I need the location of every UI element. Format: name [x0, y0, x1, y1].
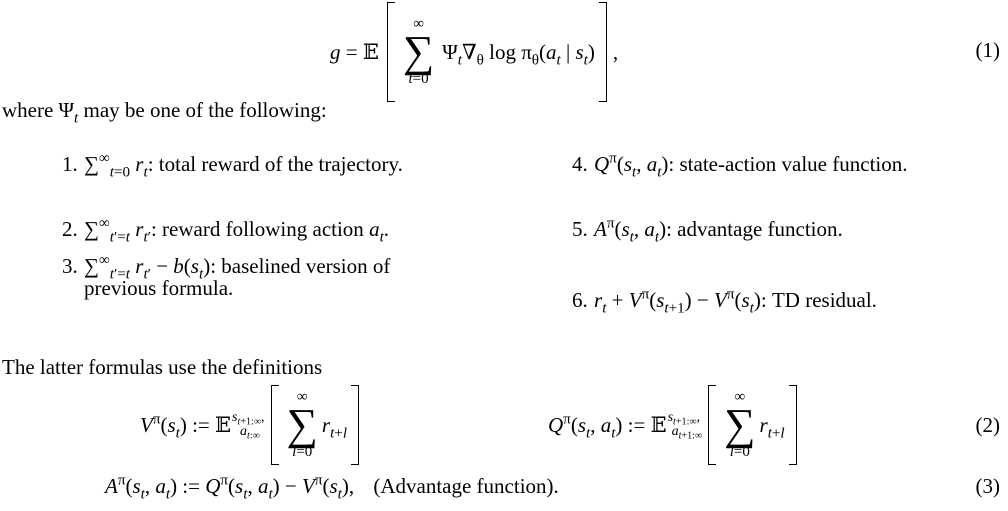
item-number: 3.	[62, 254, 78, 278]
list-item-5: 5.Aπ(st, at): advantage function.	[572, 215, 843, 246]
eq1-sum: ∞ ∑ t=0	[403, 17, 434, 87]
item-text: : reward following action	[150, 217, 370, 241]
intro-text: where Ψt may be one of the following:	[2, 98, 327, 127]
item-number: 4.	[572, 152, 588, 176]
q-sum: ∞ ∑ l=0	[724, 390, 755, 460]
item-number: 6.	[572, 288, 588, 312]
item-math: at	[369, 217, 384, 246]
item-math: ∑∞t′=t rt′ − b(st)	[84, 252, 211, 283]
q-lhs: Qπ(st, at) := 𝔼	[548, 411, 667, 441]
subscript-states: st+1:∞,	[232, 410, 265, 428]
item-text: : total reward of the trajectory.	[147, 152, 403, 176]
v-body: rt+l	[321, 412, 348, 441]
equation-number-1: (1)	[975, 38, 1001, 62]
list-item-4: 4.Qπ(st, at): state-action value functio…	[572, 150, 908, 181]
v-lhs: Vπ(st) := 𝔼	[140, 411, 232, 441]
definitions-intro: The latter formulas use the definitions	[2, 355, 323, 379]
item-math: Aπ(st, at)	[594, 215, 667, 246]
item-number: 2.	[62, 217, 78, 241]
item-math: Qπ(st, at)	[594, 150, 669, 181]
item-text: : baselined version of	[210, 254, 391, 278]
subscript-actions: at:∞	[240, 424, 260, 442]
sum-lower-limit: t=0	[408, 71, 429, 87]
right-bracket	[351, 385, 360, 465]
v-sum: ∞ ∑ l=0	[287, 390, 318, 460]
left-bracket	[270, 385, 279, 465]
item-text: : advantage function.	[666, 217, 843, 241]
equation-1: g = 𝔼 ∞ ∑ t=0 Ψt∇θ log πθ(at | st) ,	[330, 2, 618, 102]
subscript-actions: at+1:∞	[671, 424, 703, 442]
list-item-3: 3.∑∞t′=t rt′ − b(st): baselined version …	[62, 252, 391, 300]
sum-symbol: ∑	[402, 27, 435, 76]
sum-upper-limit: ∞	[413, 16, 424, 32]
item-math: ∑∞t′=t rt′	[84, 215, 151, 246]
item-text: .	[383, 217, 390, 241]
sum-lower-limit: l=0	[292, 444, 313, 460]
left-bracket	[708, 385, 717, 465]
eq3-math: Aπ(st, at) := Qπ(st, at) − Vπ(st),	[105, 472, 355, 503]
item-math: rt + Vπ(st+1) − Vπ(st)	[594, 286, 761, 317]
sum-upper-limit: ∞	[734, 389, 746, 405]
equation-3: Aπ(st, at) := Qπ(st, at) − Vπ(st), (Adva…	[105, 472, 559, 503]
list-item-2: 2.∑∞t′=t rt′: reward following action at…	[62, 215, 390, 246]
eq1-lhs: g = 𝔼	[330, 39, 379, 64]
equation-number-2: (2)	[975, 413, 1001, 437]
expectation-subscript: st+1:∞, at:∞	[232, 410, 265, 442]
eq1-body: Ψt∇θ log πθ(at | st)	[442, 39, 595, 68]
item-text: : state-action value function.	[668, 152, 908, 176]
sum-symbol: ∑	[286, 400, 318, 449]
item-number: 1.	[62, 152, 78, 176]
right-bracket	[598, 2, 607, 102]
list-item-6: 6.rt + Vπ(st+1) − Vπ(st): TD residual.	[572, 286, 877, 317]
eq3-label: (Advantage function).	[373, 474, 559, 498]
equation-number-3: (3)	[975, 474, 1001, 498]
sum-upper-limit: ∞	[296, 389, 308, 405]
equation-2-value: Vπ(st) := 𝔼 st+1:∞, at:∞ ∞ ∑ l=0 rt+l	[140, 385, 360, 465]
equation-2-q: Qπ(st, at) := 𝔼 st+1:∞, at+1:∞ ∞ ∑ l=0 r…	[548, 385, 797, 465]
item-number: 5.	[572, 217, 588, 241]
eq1-comma: ,	[612, 39, 619, 64]
list-item-1: 1.∑∞t=0 rt: total reward of the trajecto…	[62, 150, 403, 181]
right-bracket	[788, 385, 797, 465]
sum-symbol: ∑	[724, 400, 756, 449]
q-body: rt+l	[759, 412, 785, 441]
item-text: : TD residual.	[760, 288, 877, 312]
sum-lower-limit: l=0	[729, 444, 750, 460]
item-text-continued: previous formula.	[84, 276, 234, 300]
expectation-subscript: st+1:∞, at+1:∞	[667, 410, 703, 442]
subscript-states: st+1:∞,	[667, 410, 701, 428]
item-math: ∑∞t=0 rt	[84, 150, 148, 181]
left-bracket	[386, 2, 395, 102]
